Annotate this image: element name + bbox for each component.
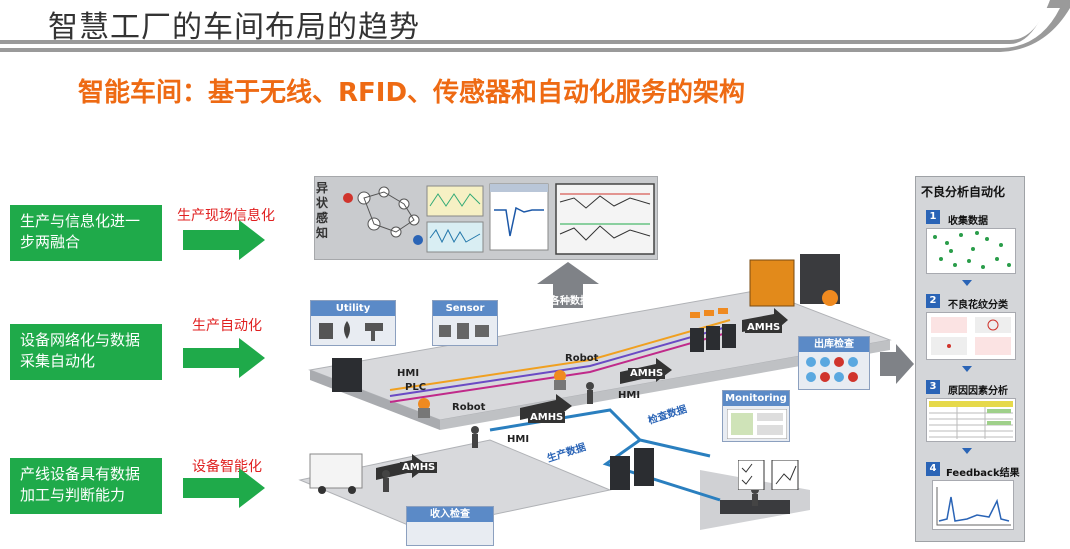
utility-title: Utility [311,301,395,316]
label-production-automation: 生产自动化 [192,318,262,334]
right-arrow-icon [183,220,265,260]
inspection-dots-graphic [806,357,858,382]
incoming-inspection-card: 收入检查 [406,506,494,546]
title-bar-decoration [0,0,1070,52]
various-data-label: 各种数据 [550,296,590,307]
table-graphic [929,401,1013,439]
step-label-4: Feedback结果 [946,468,1020,479]
factory-floor-diagram [298,254,892,531]
step-number-1: 1 [926,210,940,224]
left-box-networking: 设备网络化与数据采集自动化 [10,324,162,380]
left-box-integration: 生产与信息化进一步两融合 [10,205,162,261]
plc-label: PLC [405,382,427,393]
utility-card: Utility [310,300,396,346]
collect-data-image [926,228,1016,274]
amhs-label-2: AMHS [628,368,666,379]
feedback-line-graphic [936,487,1011,526]
label-onsite-informatization: 生产现场信息化 [177,208,275,224]
right-arrow-icon [183,468,265,508]
utility-icons [319,321,383,341]
amhs-label-3: AMHS [745,322,783,333]
step-label-1: 收集数据 [948,216,988,227]
page-subtitle: 智能车间：基于无线、RFID、传感器和自动化服务的架构 [78,78,746,108]
defect-pattern-image [926,312,1016,360]
sensor-title: Sensor [433,301,497,316]
step-number-2: 2 [926,294,940,308]
outgoing-inspection-title: 出库检查 [799,337,869,352]
left-box-intelligence: 产线设备具有数据加工与判断能力 [10,458,162,514]
robot-label-1: Robot [452,402,486,413]
down-arrow-icon [962,280,972,286]
step-number-3: 3 [926,380,940,394]
anomaly-sensing-title: 异状感知 [316,181,329,240]
step-label-3: 原因因素分析 [948,386,1008,397]
hmi-label-1: HMI [397,368,420,379]
feedback-result-chart [932,480,1014,530]
sensor-icons [439,323,489,339]
sensor-card: Sensor [432,300,498,346]
step-number-4: 4 [926,462,940,476]
down-arrow-icon [962,366,972,372]
amhs-label-1: AMHS [528,412,566,423]
incoming-inspection-title: 收入检查 [407,507,493,522]
cause-analysis-table [926,398,1016,442]
defect-analysis-title: 不良分析自动化 [921,185,1006,199]
monitoring-title: Monitoring [723,391,789,406]
checklist-icon [738,460,799,490]
outgoing-inspection-card: 出库检查 [798,336,870,390]
monitoring-card: Monitoring [722,390,790,442]
page-title: 智慧工厂的车间布局的趋势 [48,10,420,45]
anomaly-charts-graphic [343,183,655,255]
chevron-right-icon [880,344,914,384]
down-arrow-icon [962,448,972,454]
robot-label-2: Robot [565,353,599,364]
step-label-2: 不良花纹分类 [948,300,1008,311]
up-arrow-icon [537,262,599,308]
hmi-label-3: HMI [618,390,641,401]
scatter-dots-graphic [933,231,1011,269]
pattern-grid-graphic [931,317,1011,355]
right-arrow-icon [183,338,265,378]
amhs-label-4: AMHS [400,462,438,473]
label-equipment-intelligence: 设备智能化 [192,459,262,475]
monitoring-screen-graphic [727,409,787,439]
hmi-label-2: HMI [507,434,530,445]
